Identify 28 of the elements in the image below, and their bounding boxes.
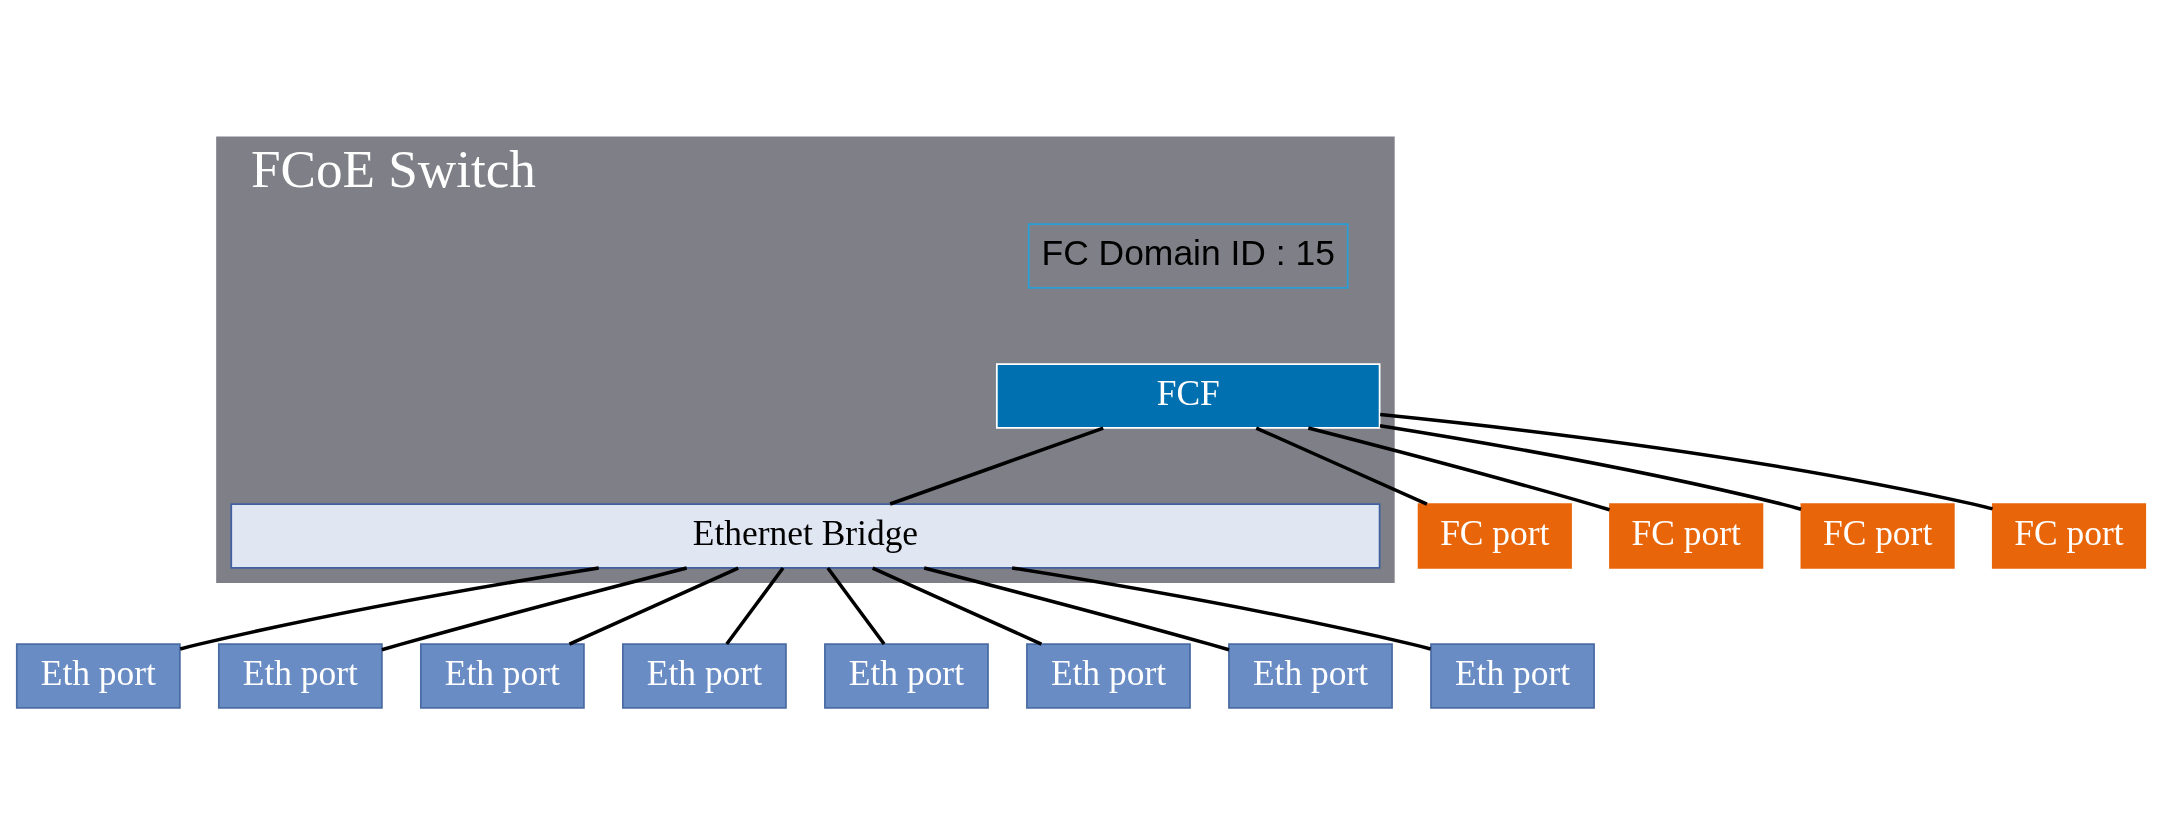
connector	[889, 425, 1104, 506]
node-box: Eth port	[1430, 642, 1595, 709]
node-box: Ethernet Bridge	[230, 502, 1381, 569]
connector	[381, 565, 688, 651]
node-box: Eth port	[1026, 642, 1191, 709]
node-box: FC Domain ID : 15	[1027, 222, 1349, 289]
connector	[1380, 412, 1993, 511]
node-box: Eth port	[15, 642, 181, 709]
node-box: FC port	[1609, 502, 1764, 569]
node-box: Eth port	[622, 642, 787, 709]
connector	[1255, 425, 1428, 506]
node-box: Eth port	[419, 642, 585, 709]
node-box: Eth port	[824, 642, 989, 709]
connector	[1379, 423, 1802, 511]
connector	[826, 566, 886, 645]
node-box: FC port	[1417, 502, 1572, 569]
connector	[725, 566, 785, 645]
node-box: FC port	[1991, 502, 2147, 569]
node-box: FCF	[995, 362, 1381, 429]
node-box: FC port	[1800, 502, 1955, 569]
connector	[871, 565, 1043, 646]
connector	[923, 565, 1230, 651]
connector	[1307, 425, 1611, 511]
connector	[1011, 565, 1432, 651]
connector	[568, 565, 739, 646]
node-box: Eth port	[1228, 642, 1393, 709]
node-box: Eth port	[217, 642, 383, 709]
connector	[179, 565, 599, 651]
